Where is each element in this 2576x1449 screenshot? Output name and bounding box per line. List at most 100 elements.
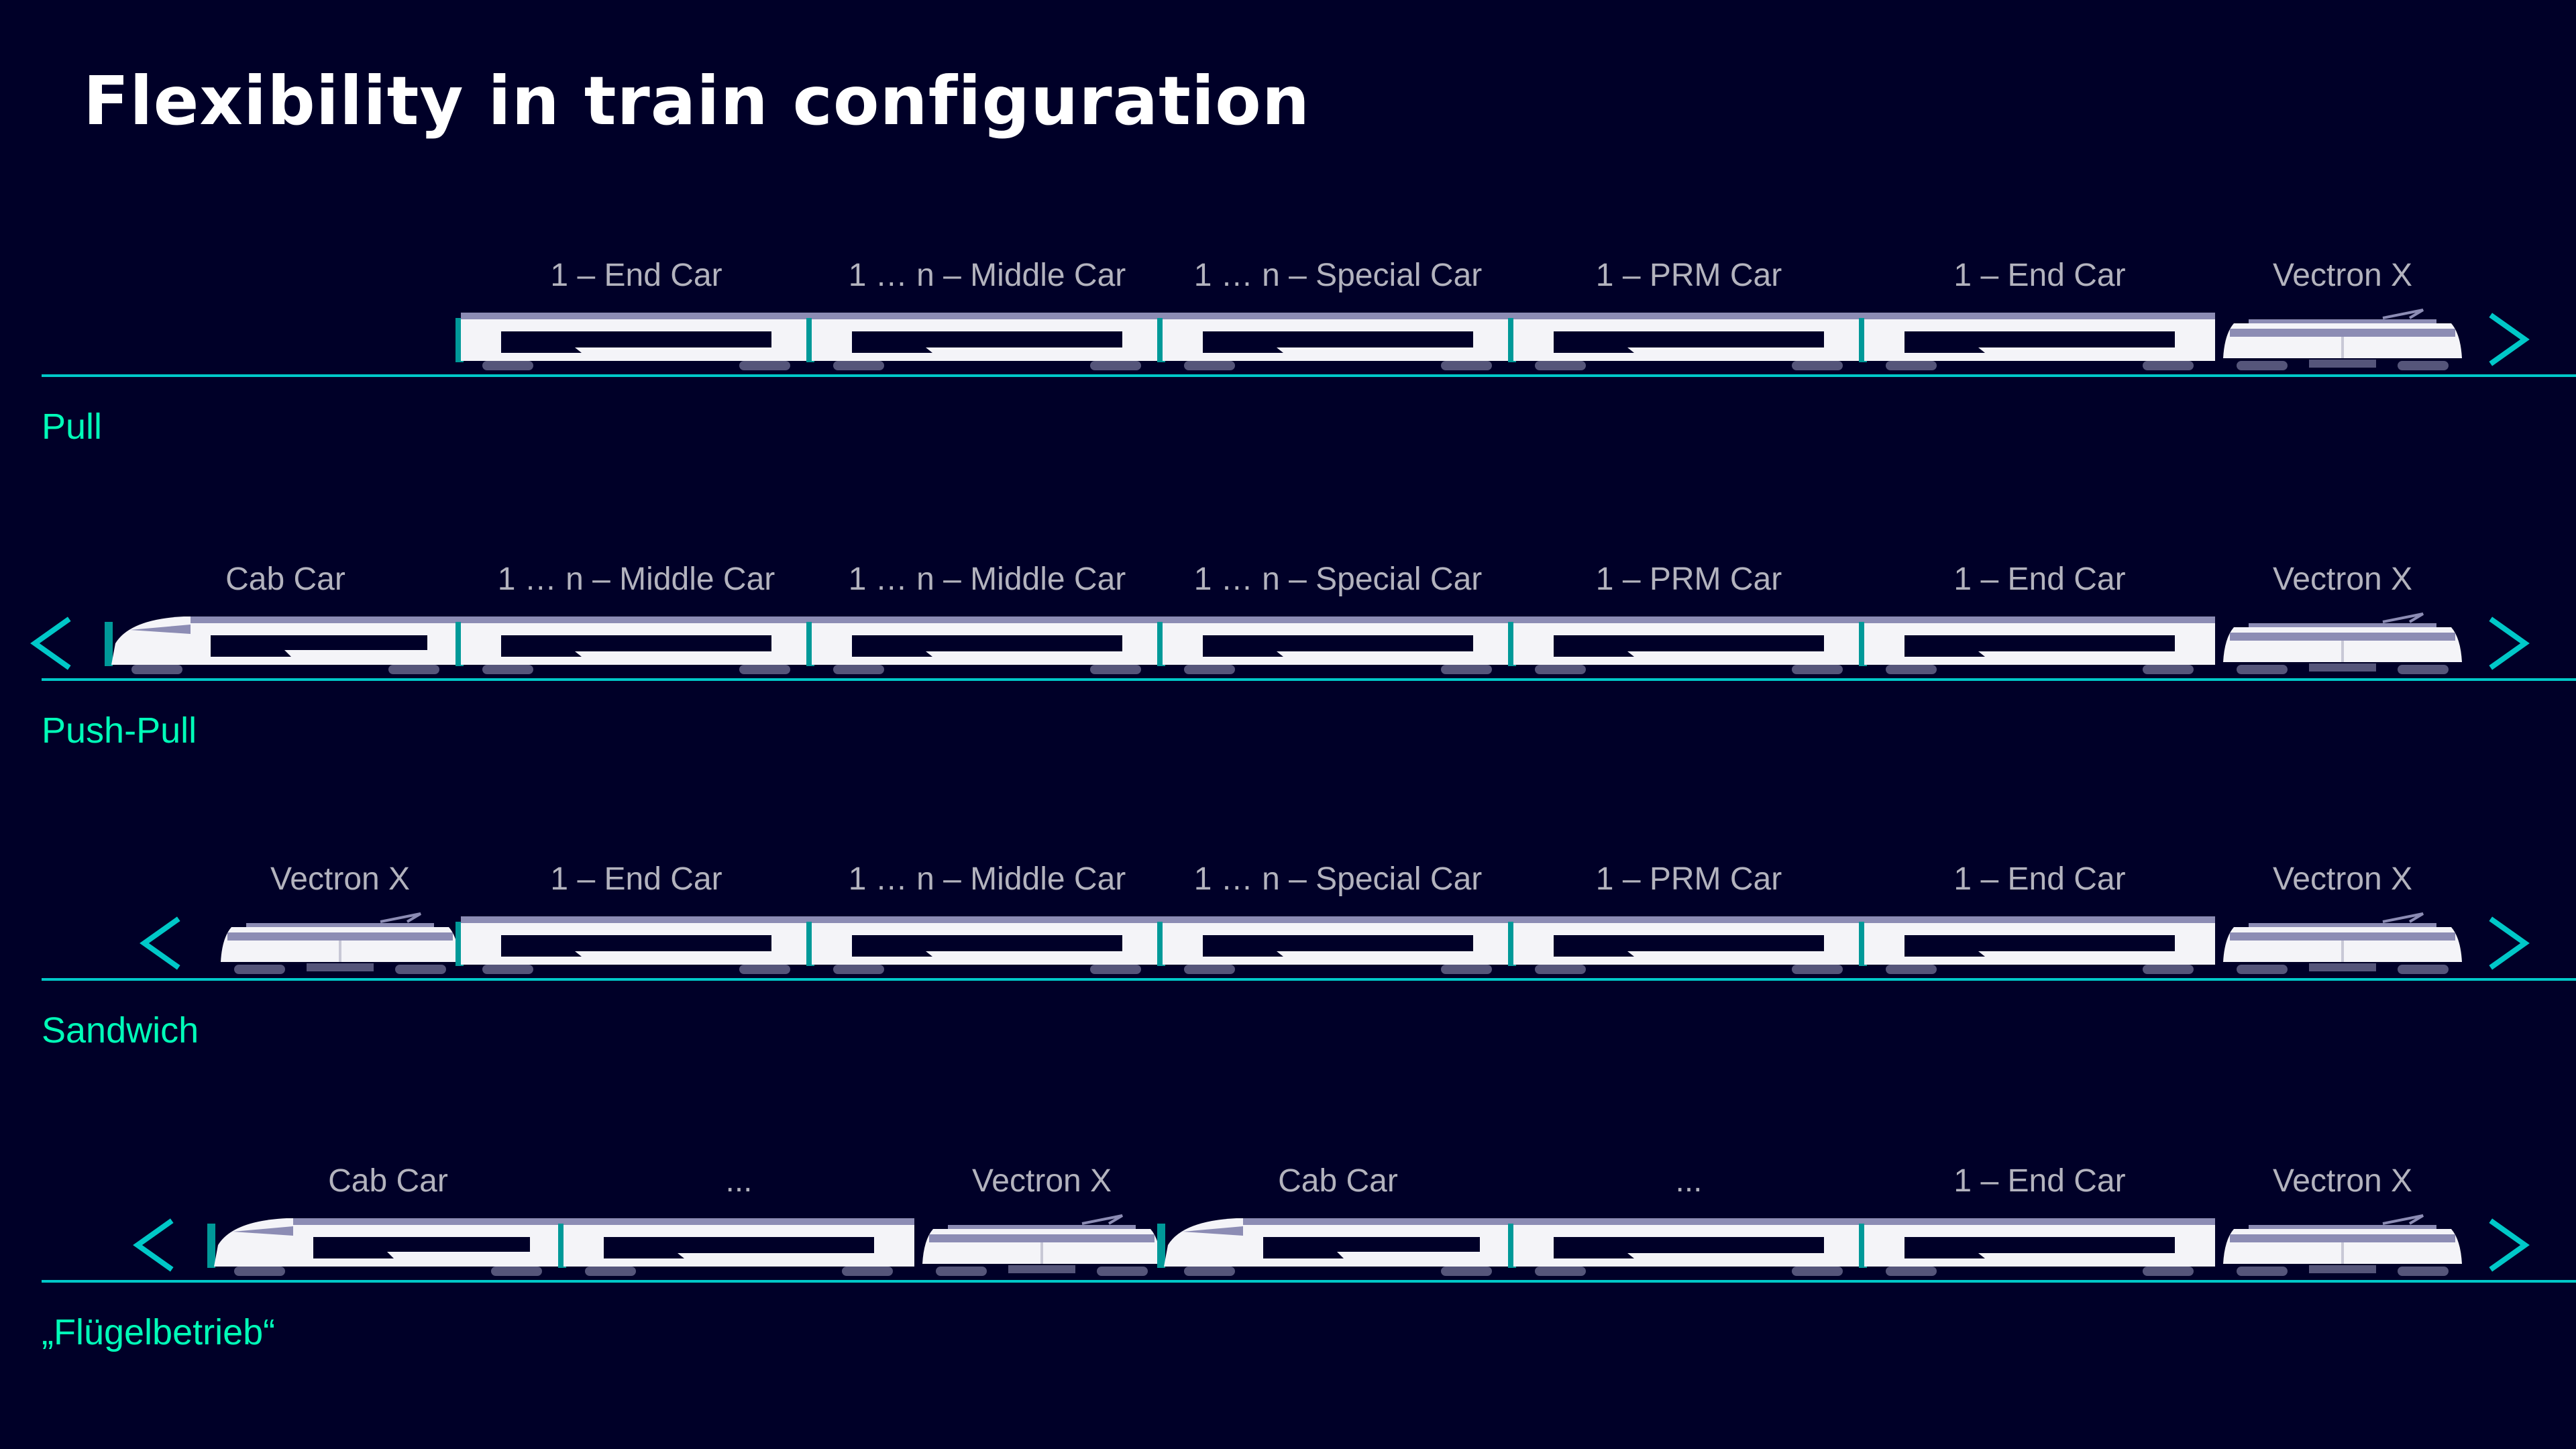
door-band [1203,951,1283,957]
train-unit: 1 … n – Special Car [1157,258,1513,370]
loco-fuel-tank [2309,963,2376,971]
bogie [2237,965,2288,974]
bogie [2398,965,2449,974]
chevron-right-icon [2489,916,2530,970]
loco-fuel-tank [307,963,374,971]
roof-stripe [1864,1218,2215,1225]
roof-stripe [1163,616,1513,623]
window-band [1203,935,1473,951]
bogie [388,665,439,674]
cab-car-body [207,1218,564,1268]
train-unit: Vectron X [2223,861,2462,974]
chevron-left-icon [30,616,71,670]
car-car-body [1508,916,1864,966]
coupling [207,1224,215,1268]
bogie [491,1267,542,1276]
loco-stripe [227,932,453,941]
door-band [604,1253,684,1258]
pantograph [2382,912,2424,923]
car-car-body [806,313,1163,362]
bogie [2237,665,2288,674]
car-car-body [1157,616,1513,666]
unit-label: 1 – PRM Car [1596,561,1782,597]
bogie [1792,361,1843,370]
bogie [1184,361,1235,370]
loco-roof [246,923,434,927]
mode-label: Pull [42,407,102,447]
bogie [739,361,790,370]
unit-label: 1 – End Car [1953,1163,2125,1199]
chevron-right-icon [2489,616,2530,670]
bogie [585,1267,636,1276]
bogie [2143,965,2194,974]
loco-panel-line [2341,941,2344,962]
train-unit: ... [1508,1163,1864,1276]
unit-label: 1 … n – Middle Car [849,561,1126,597]
pantograph [2382,309,2424,319]
window-band [313,1237,530,1252]
bogie [1184,965,1235,974]
unit-label: 1 … n – Special Car [1194,861,1483,897]
roof-stripe [1243,1218,1513,1225]
loco-panel-line [2341,641,2344,662]
car-car-body [1508,1218,1864,1268]
end-car-body [455,916,812,966]
page-title: Flexibility in train configuration [83,62,1311,140]
door-band [1904,1253,1985,1258]
window-band [852,635,1122,651]
end-car-body [1859,1218,2215,1268]
bogie [2143,361,2194,370]
window-band [501,331,771,347]
coupling [105,622,113,666]
window-band [1904,635,2175,651]
train-unit: 1 … n – Special Car [1157,861,1513,974]
window-band [1554,1237,1824,1253]
unit-label: 1 … n – Middle Car [498,561,775,597]
roof-stripe [191,616,461,623]
unit-label: 1 – End Car [550,861,722,897]
bogie [1886,1267,1937,1276]
mode-label: „Flügelbetrieb“ [42,1312,275,1352]
bogie [234,1267,285,1276]
train-unit: ... [558,1163,914,1276]
train-unit: Cab Car [1157,1163,1513,1276]
unit-label: Cab Car [225,561,345,597]
unit-label: Vectron X [2273,258,2412,293]
car-car-body [455,616,812,666]
cab-window [130,625,191,634]
loco-stripe [2230,1234,2455,1242]
window-band [1904,1237,2175,1253]
loco-roof [2249,923,2436,927]
unit-label: 1 … n – Special Car [1194,561,1483,597]
loco-fuel-tank [2309,1265,2376,1273]
car-car-body [1508,616,1864,666]
cab-window [233,1226,293,1236]
roof-stripe [564,1218,914,1225]
loco-roof [948,1225,1136,1229]
window-band [852,935,1122,951]
unit-label: 1 – End Car [1953,861,2125,897]
unit-label: 1 – PRM Car [1596,861,1782,897]
window-band [211,635,427,650]
roof-stripe [1864,916,2215,923]
bogie [1886,665,1937,674]
loco-stripe [2230,633,2455,641]
unit-label: 1 – End Car [1953,258,2125,293]
roof-stripe [1513,1218,1864,1225]
train-unit: Vectron X [2223,1163,2462,1276]
end-car-body [1859,616,2215,666]
train-unit: Vectron X [2223,561,2462,674]
train-unit: Vectron X [2223,258,2462,370]
window-band [501,935,771,951]
door-band [313,1252,394,1258]
unit-label: Vectron X [2273,1163,2412,1199]
unit-label: 1 – End Car [550,258,722,293]
bogie [2398,1267,2449,1276]
bogie [1792,965,1843,974]
window-band [852,331,1122,347]
cab-car-body [1157,1218,1513,1268]
bogie [482,665,533,674]
locomotive-body [2223,309,2462,368]
